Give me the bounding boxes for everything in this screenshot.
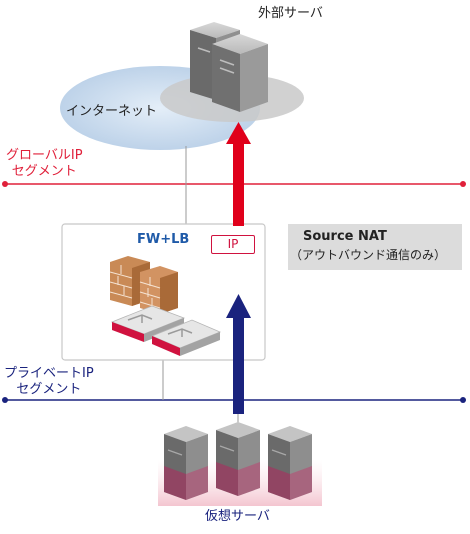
private-segment-label-line2: セグメント [16,382,82,398]
private-segment-label-line1: プライベートIP [4,366,94,381]
global-segment-label: グローバルIP セグメント [6,148,83,181]
private-segment-label: プライベートIP セグメント [4,366,94,399]
load-balancer-icon [110,305,222,356]
external-server-label: 外部サーバ [258,6,323,21]
source-nat-title: Source NAT [303,229,387,244]
global-segment-label-line2: セグメント [11,164,77,180]
virtual-server-icon [158,422,322,506]
firewall-icon [109,256,178,314]
source-nat-subtitle: （アウトバウンド通信のみ） [290,248,447,262]
fw-lb-label: FW+LB [137,232,190,247]
outbound-arrow [226,122,251,226]
virtual-server-label: 仮想サーバ [205,509,270,524]
ip-badge: IP [211,235,255,254]
inbound-arrow [226,294,251,414]
global-segment-label-line1: グローバルIP [6,148,83,163]
source-nat-callout [288,224,462,270]
internet-label: インターネット [66,104,158,119]
external-server-icon [190,22,268,112]
